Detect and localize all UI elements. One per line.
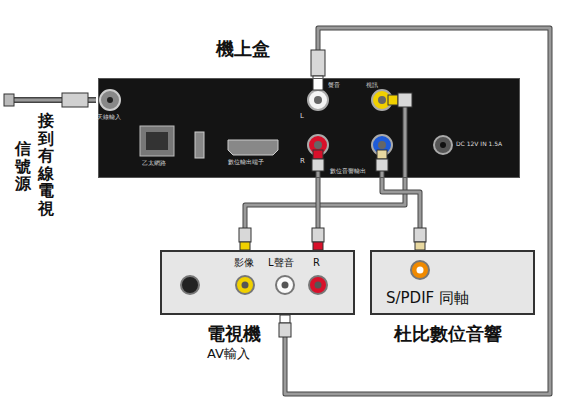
coax-plug xyxy=(414,228,426,242)
tv-audio-l-port xyxy=(276,276,294,294)
port-label: L聲音 xyxy=(268,257,294,269)
tv-video-port xyxy=(236,276,254,294)
usb-port xyxy=(195,132,204,158)
tv-audio-r-port xyxy=(315,282,322,289)
set-top-box-body xyxy=(98,78,520,178)
rca-port-white xyxy=(308,90,328,110)
port-caption: S/PDIF 同軸 xyxy=(386,290,469,307)
cable-stroke xyxy=(285,28,550,394)
rca-port-white xyxy=(314,96,322,104)
port-label: DC 12V IN 1.5A xyxy=(456,141,502,148)
f-connector xyxy=(62,93,88,107)
rca-plug-red xyxy=(312,159,324,171)
rca-plug-white xyxy=(280,315,290,323)
tv-panel xyxy=(160,250,355,315)
input-caption: AV輸入 xyxy=(207,347,250,362)
rca-port-yellow xyxy=(378,96,386,104)
port-label: 聲音 xyxy=(328,82,340,89)
hdmi-port xyxy=(228,140,278,155)
f-connector xyxy=(4,94,14,106)
av-cable xyxy=(285,28,550,394)
rca-plug-yellow xyxy=(388,95,398,105)
port-label: 天線輸入 xyxy=(97,114,121,121)
rca-port-red xyxy=(314,141,322,149)
rca-plug-yellow xyxy=(398,93,412,107)
source-note: 接到有線電視 xyxy=(38,112,54,218)
port-label: R xyxy=(313,257,320,269)
port-label: 數位輸出端子 xyxy=(228,159,264,166)
port-label: 數位音響輸出 xyxy=(330,168,366,175)
cable-stub xyxy=(403,100,408,178)
spdif-port xyxy=(411,261,429,279)
device-title: 杜比數位音響 xyxy=(394,324,502,345)
dc-jack xyxy=(440,142,446,148)
spdif-port xyxy=(417,267,424,274)
coax-plug xyxy=(415,242,425,250)
port-label: L xyxy=(300,112,304,120)
port-label: R xyxy=(300,157,305,165)
cable-stub xyxy=(404,100,407,178)
ethernet-port xyxy=(146,132,168,150)
rca-plug-red xyxy=(313,150,323,159)
antenna-port xyxy=(100,90,120,110)
rca-plug-white xyxy=(279,323,291,337)
rca-plug-red xyxy=(312,228,324,242)
rca-plug-yellow xyxy=(240,242,250,250)
source-note: 信號源 xyxy=(15,140,31,193)
port-label: 影像 xyxy=(234,257,254,269)
cable-stroke xyxy=(285,28,550,394)
antenna-port xyxy=(107,97,113,103)
rca-plug-red xyxy=(313,242,323,250)
device-title: 機上盒 xyxy=(216,39,270,60)
ethernet-port xyxy=(140,126,174,156)
tv-box: 電視機AV輸入 xyxy=(160,250,355,315)
port-label: 乙太網路 xyxy=(142,160,166,167)
audio-panel xyxy=(370,250,535,315)
coax-plug xyxy=(377,150,387,159)
tv-audio-l-port xyxy=(282,282,289,289)
coax-port-blue xyxy=(378,141,386,149)
rca-plug-white xyxy=(311,50,325,76)
coax-plug xyxy=(376,159,388,171)
rca-plug-yellow xyxy=(239,228,251,242)
tv-video-port xyxy=(242,282,249,289)
tv-audio-r-port xyxy=(309,276,327,294)
tv-antenna-port xyxy=(181,276,199,294)
audio-box: S/PDIF 同軸杜比數位音響 xyxy=(370,250,535,315)
device-title: 電視機 xyxy=(207,324,261,345)
port-label: 視訊 xyxy=(366,82,378,89)
dc-jack xyxy=(434,136,452,154)
